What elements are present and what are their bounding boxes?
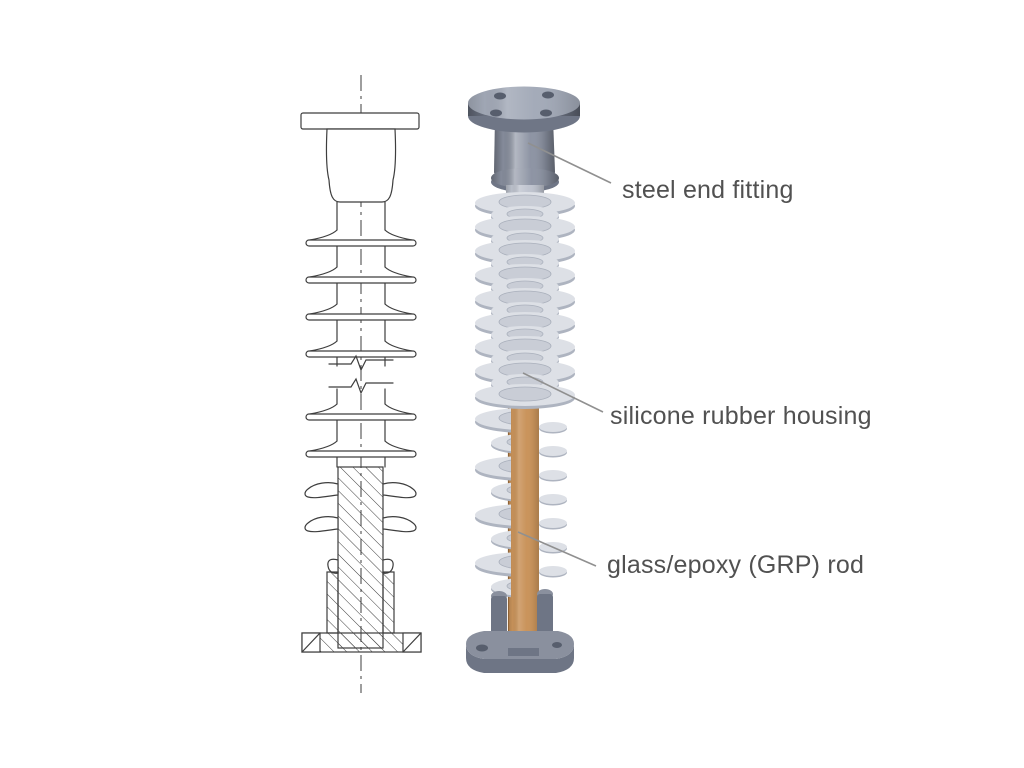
- label-grp-rod: glass/epoxy (GRP) rod: [607, 551, 865, 579]
- bolt-hole: [494, 92, 506, 100]
- leader-grp-rod: [517, 531, 597, 567]
- grp-rod-3d: [507, 394, 539, 650]
- top-flange-2d: [300, 112, 420, 130]
- label-steel-end-fitting: steel end fitting: [622, 176, 794, 204]
- rod-seat: [508, 648, 539, 656]
- bolt-hole: [552, 642, 562, 648]
- label-silicone-rubber-housing: silicone rubber housing: [610, 402, 872, 430]
- cutaway-shed-stubs: [539, 422, 567, 578]
- bolt-hole: [540, 109, 552, 117]
- cross-section-view: [300, 75, 422, 693]
- bottom-end-fitting-3d: [466, 589, 574, 673]
- socket-wall-right-2d: [382, 571, 395, 634]
- bolt-hole: [490, 109, 502, 117]
- grp-rod-section-2d: [337, 466, 384, 649]
- socket-wall-left-2d: [326, 571, 339, 634]
- bolt-hole: [476, 644, 488, 652]
- break-line-lower: [328, 377, 394, 395]
- leader-lines: [517, 142, 612, 567]
- steel-end-fitting-3d: [468, 86, 580, 192]
- leader-steel-end-fitting: [527, 142, 612, 184]
- bolt-hole: [542, 91, 554, 99]
- housing-neck-lines: [336, 201, 386, 468]
- base-tab-right-diagonal: [402, 632, 422, 653]
- render-view: [466, 86, 612, 673]
- break-line-upper: [328, 354, 394, 372]
- silicone-shed-stack: [474, 191, 576, 410]
- base-top: [466, 631, 574, 659]
- base-tab-left-diagonal: [301, 632, 321, 653]
- base-front: [466, 644, 574, 673]
- leader-silicone-rubber-housing: [522, 372, 604, 413]
- end-fitting-body-2d: [325, 128, 397, 203]
